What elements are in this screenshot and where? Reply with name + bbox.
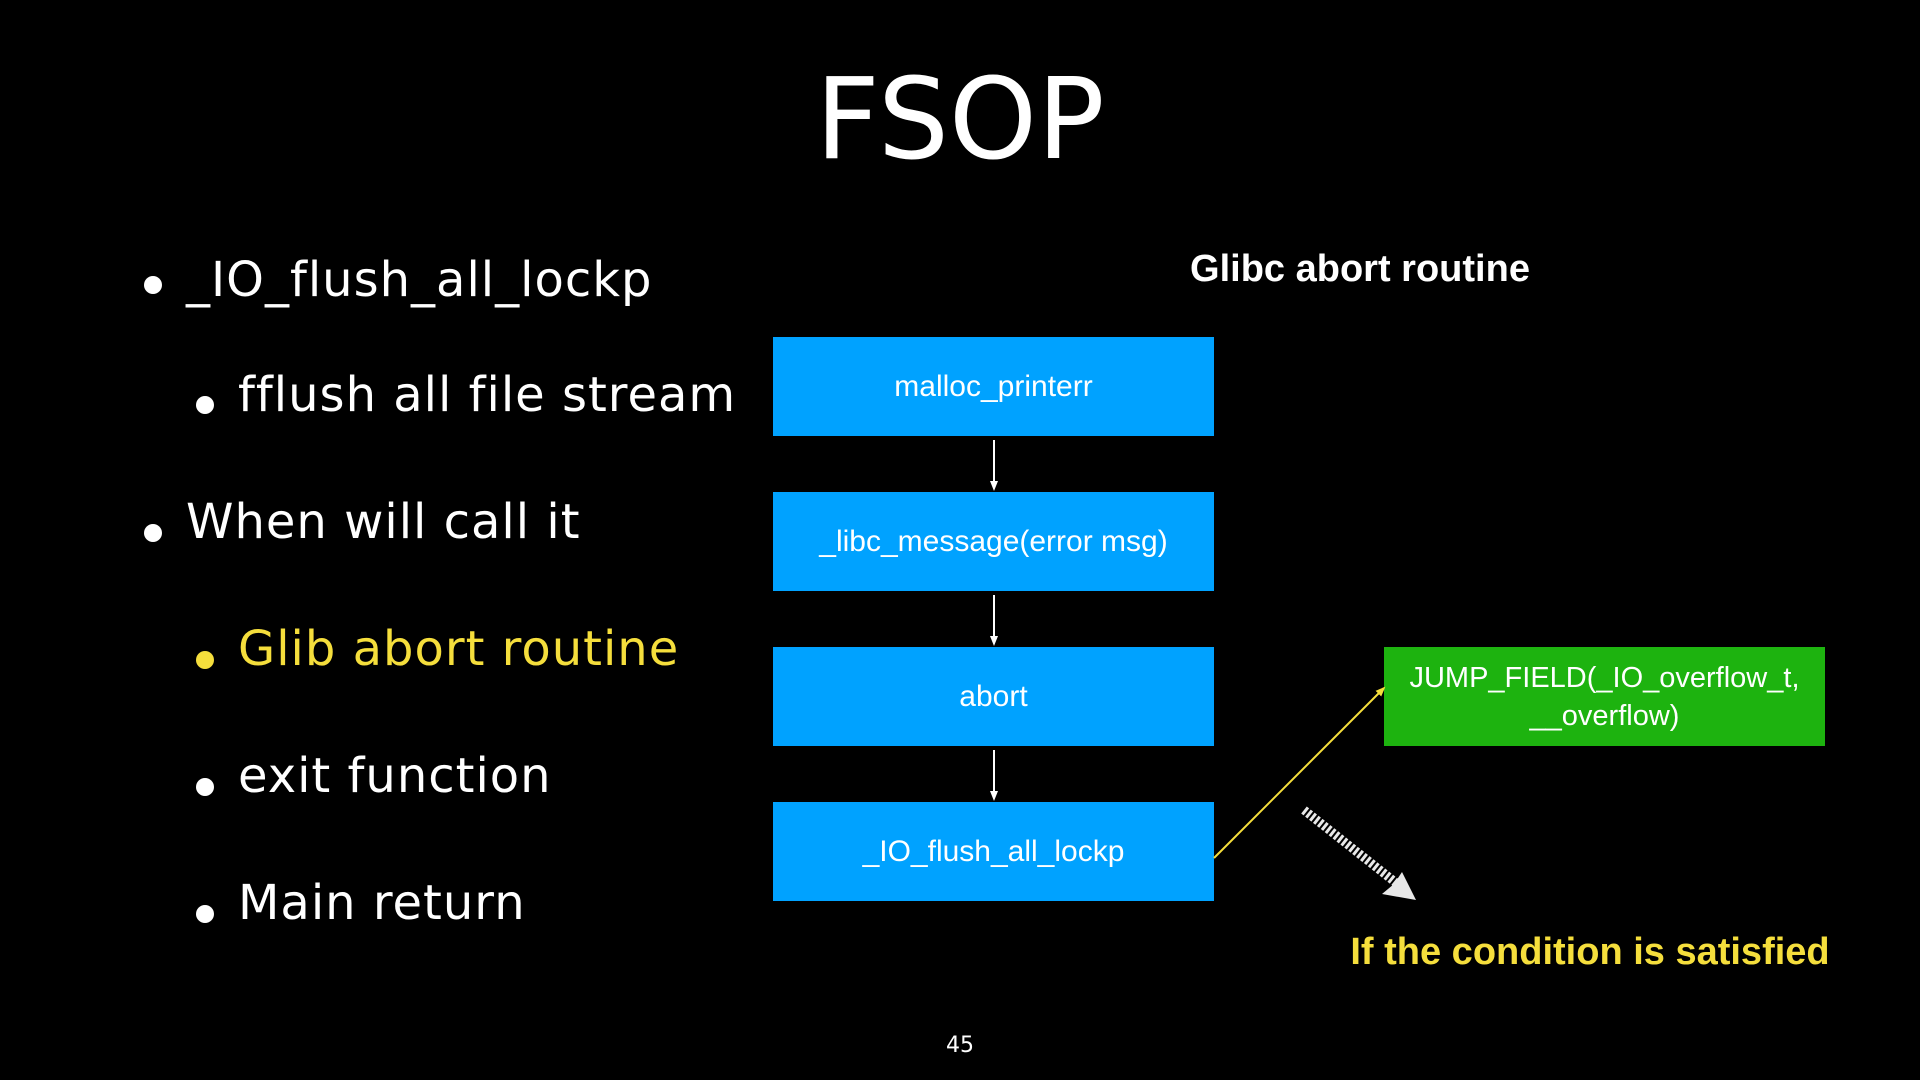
step-label: _libc_message(error msg) [819,524,1168,558]
bullet-text: Glib abort routine [238,621,680,677]
step-box-abort: abort [773,647,1214,746]
step-label: malloc_printerr [894,369,1093,403]
step-label: _IO_flush_all_lockp [862,834,1125,868]
bullet-dot [196,905,214,923]
bullet-text: Main return [238,875,526,931]
bullet-text: exit function [238,748,552,804]
bullet-dot [196,396,214,414]
bullet-dot [196,651,214,669]
diagram-title: Glibc abort routine [1190,248,1530,290]
bullet-text: _IO_flush_all_lockp [186,252,653,308]
bullet-dot [196,778,214,796]
jump-arrow [1213,686,1386,859]
step-label: abort [959,679,1028,713]
step-box-malloc-printerr: malloc_printerr [773,337,1214,436]
bullet-dot [144,524,162,542]
slide-title: FSOP [815,55,1105,185]
page-number: 45 [946,1033,974,1058]
jump-field-text: JUMP_FIELD(_IO_overflow_t, __overflow) [1409,659,1799,735]
step-box-libc-message: _libc_message(error msg) [773,492,1214,591]
bullet-text: When will call it [186,494,581,550]
jump-field-line2: __overflow) [1529,699,1680,732]
condition-note: If the condition is satisfied [1350,931,1830,973]
jump-field-line1: JUMP_FIELD(_IO_overflow_t, [1409,661,1800,694]
bullet-list: _IO_flush_all_lockp fflush all file stre… [0,0,760,1000]
bullet-text: fflush all file stream [238,367,737,423]
chalk-arrow-icon [1301,806,1416,900]
jump-field-box: JUMP_FIELD(_IO_overflow_t, __overflow) [1384,647,1825,746]
step-box-io-flush-all-lockp: _IO_flush_all_lockp [773,802,1214,901]
bullet-dot [144,276,162,294]
